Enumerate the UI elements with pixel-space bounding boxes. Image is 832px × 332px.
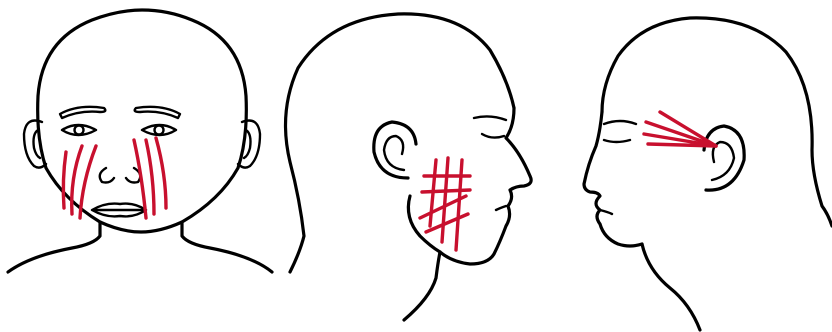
jaw-horizontal-line-2 [422, 190, 470, 192]
right-profile-jaw-outline [408, 196, 440, 252]
front-left-pupil [75, 126, 84, 135]
front-shoulders-outline [8, 222, 272, 272]
right-profile-neck-outline [404, 252, 440, 320]
front-mouth [92, 204, 146, 217]
left-profile-ear [704, 126, 744, 190]
right-profile-eye [482, 134, 504, 138]
jaw-vertical-line-3 [456, 160, 462, 250]
left-profile-neck-outline [642, 244, 700, 330]
temple-line-4 [648, 144, 716, 146]
front-nose [100, 168, 141, 183]
right-profile-jaw-markings [420, 158, 470, 250]
right-profile-ear-inner [384, 136, 404, 170]
right-cheek-line-2 [146, 140, 154, 214]
right-profile-face-outline [440, 108, 531, 264]
jaw-vertical-line-2 [442, 158, 448, 242]
left-profile-brow [604, 121, 636, 124]
right-profile-brow [474, 116, 506, 120]
right-profile-ear [374, 122, 416, 178]
right-cheek-line-3 [156, 138, 166, 208]
left-profile-eye [604, 140, 630, 142]
front-right-pupil [155, 126, 164, 135]
right-profile-mouth [496, 206, 506, 210]
front-right-brow [135, 107, 180, 118]
left-profile-temple-markings [644, 112, 716, 146]
left-profile-face-outline [584, 112, 642, 246]
front-head-figure [8, 10, 272, 272]
front-head-outline [38, 10, 247, 232]
right-profile-figure [286, 14, 532, 320]
left-cheek-line-3 [80, 146, 96, 218]
right-profile-back-outline [286, 14, 515, 272]
left-profile-figure [584, 18, 832, 330]
front-left-brow [60, 107, 105, 118]
left-profile-ear-inner [712, 142, 734, 180]
left-profile-mouth [600, 210, 612, 214]
left-profile-back-outline [602, 18, 832, 226]
left-cheek-line-1 [63, 152, 66, 208]
